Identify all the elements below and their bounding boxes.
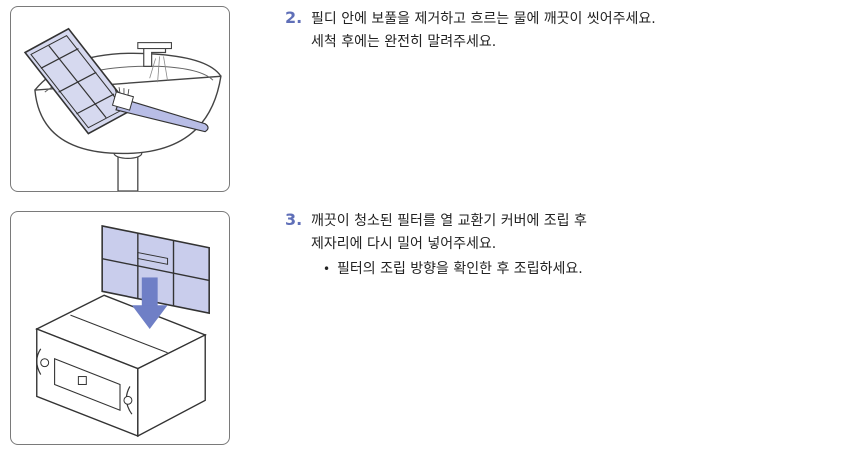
step-note: • 필터의 조립 방향을 확인한 후 조립하세요. [285, 258, 587, 281]
illustration-inserting-filter [10, 211, 230, 445]
filter-illustration [23, 27, 134, 135]
step-number: 3. [285, 210, 303, 229]
step-text: 필디 안에 보풀을 제거하고 흐르는 물에 깨끗이 씻어주세요. [311, 11, 656, 27]
heat-exchanger-illustration [35, 224, 210, 438]
step-text: 제자리에 다시 밀어 넣어주세요. [311, 236, 497, 252]
filter-illustration [101, 224, 210, 315]
illustration-washing-filter [10, 6, 230, 192]
bullet-icon: • [323, 262, 331, 276]
sink-illustration [23, 27, 222, 191]
step-text: 세척 후에는 완전히 말려주세요. [311, 34, 497, 50]
step-text: 깨끗이 청소된 필터를 열 교환기 커버에 조립 후 [311, 213, 587, 229]
instruction-step-3: 3. 깨끗이 청소된 필터를 열 교환기 커버에 조립 후 제자리에 다시 밀어… [285, 208, 587, 281]
step-number: 2. [285, 8, 303, 27]
arrow-down-icon [131, 277, 168, 329]
step-note-text: 필터의 조립 방향을 확인한 후 조립하세요. [337, 261, 583, 277]
instruction-step-2: 2. 필디 안에 보풀을 제거하고 흐르는 물에 깨끗이 씻어주세요. 세척 후… [285, 6, 656, 54]
brush-illustration [111, 86, 209, 133]
